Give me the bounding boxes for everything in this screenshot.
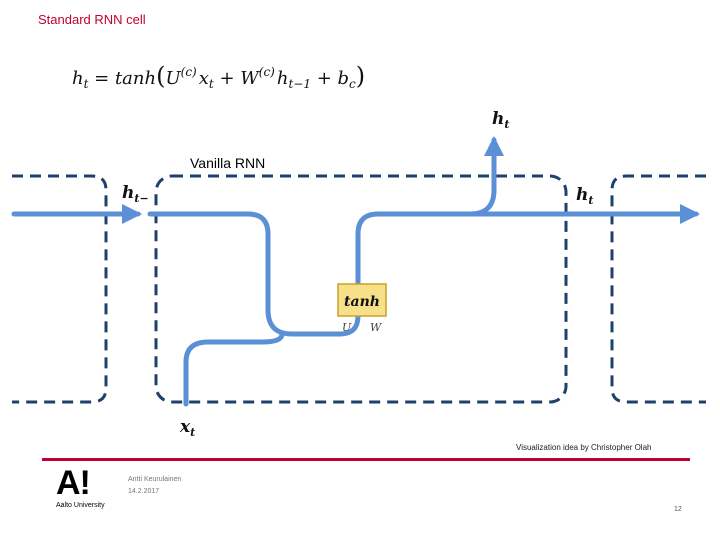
gate-u-label: U (342, 321, 352, 334)
equation: ht = tanh(U(c)xt + W(c)ht−1 + bc) (72, 62, 365, 91)
slide-title: Standard RNN cell (38, 12, 146, 27)
h-left-label: ht− (122, 183, 149, 205)
h-top-label: ht (492, 109, 509, 131)
aalto-logo: A! (56, 464, 91, 502)
right-cell-border (610, 174, 706, 404)
main-cell-border (154, 174, 568, 404)
gate-w-label: W (370, 321, 383, 334)
footer-divider (42, 458, 690, 461)
visualization-credit: Visualization idea by Christopher Olah (516, 443, 652, 452)
x-bottom-label: xt (179, 417, 195, 439)
tanh-gate-label: tanh (344, 294, 380, 310)
page-number: 12 (674, 506, 682, 513)
author-name: Antti Keurulainen (128, 476, 182, 483)
input-path (183, 331, 285, 407)
left-cell-border (12, 174, 108, 404)
tanh-gate (337, 283, 387, 317)
aalto-logo-text: Aalto University (56, 502, 105, 509)
h-right-label: ht (576, 185, 593, 207)
diagram-caption: Vanilla RNN (190, 155, 265, 171)
presentation-date: 14.2.2017 (128, 488, 160, 495)
